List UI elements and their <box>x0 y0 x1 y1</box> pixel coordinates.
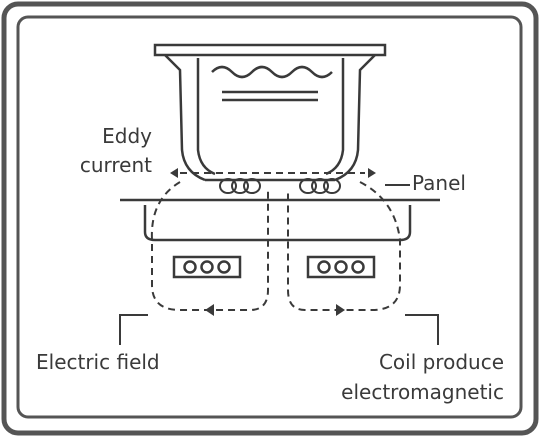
eddy-loop <box>231 178 249 194</box>
field-loop-left <box>150 181 269 311</box>
water-surface <box>211 65 333 79</box>
field-arrow-left <box>205 304 214 316</box>
eddy-loop <box>219 178 237 194</box>
eddy-loop <box>311 178 329 194</box>
pot-left-wall <box>164 54 206 182</box>
field-lines <box>150 181 401 311</box>
pot-rim <box>153 43 387 57</box>
panel-label: Panel <box>412 171 466 195</box>
coil-right <box>306 255 376 279</box>
eddy-current-label-line2: current <box>80 153 152 177</box>
eddy-coils <box>219 178 341 194</box>
field-loop-right <box>287 181 401 311</box>
pot-right-wall <box>334 54 376 182</box>
coil-label-line2: electromagnetic <box>341 380 504 404</box>
eddy-current-label-line1: Eddy <box>102 124 152 148</box>
eddy-arrow-left <box>170 168 178 178</box>
field-arrow-right <box>336 304 345 316</box>
coil-left <box>172 255 242 279</box>
cooker-body <box>143 205 412 242</box>
inner-frame <box>16 15 523 419</box>
pot <box>153 43 387 182</box>
pot-inner-left <box>196 58 216 176</box>
eddy-loop <box>299 178 317 194</box>
eddy-loop <box>243 178 261 194</box>
eddy-loop <box>323 178 341 194</box>
electric-field-leader <box>119 314 148 345</box>
electric-field-label: Electric field <box>36 350 160 374</box>
eddy-arrow-right <box>368 168 376 178</box>
coil-leader <box>405 314 439 345</box>
coil-label-line1: Coil produce <box>379 350 504 374</box>
